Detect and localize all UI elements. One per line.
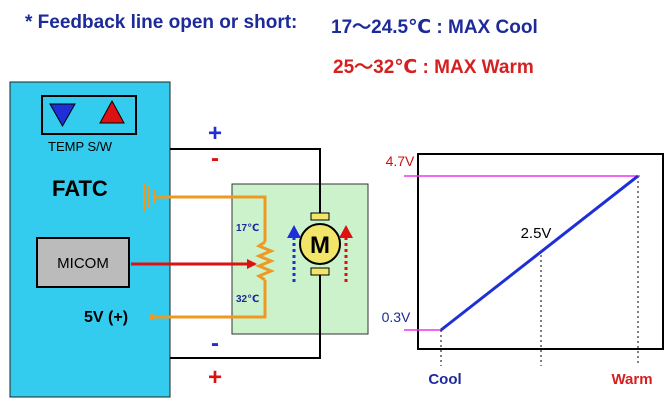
micom-box [36,237,130,288]
supply-label: 5V (+) [84,309,128,326]
motor-symbol: M [310,232,330,259]
x-label-cool: Cool [428,371,461,388]
voltage-graph: 4.7V 0.3V 2.5V Cool Warm [382,153,664,388]
bottom-minus-sign: - [211,330,219,357]
warm-range-text: 25～32℃ : MAX Warm [333,57,534,78]
temp-down-icon [49,103,76,128]
temp-low-label: 17℃ [236,223,259,234]
motor-icon [299,212,341,276]
temp-switch-frame [41,95,137,135]
warm-rotation-arrow-icon [339,225,353,282]
mid-value-label: 2.5V [521,225,552,242]
temp-high-label: 32℃ [236,294,259,305]
y-tick-top: 4.7V [386,153,415,169]
temp-up-icon [99,99,125,124]
potentiometer-resistor [255,240,275,282]
series-line [440,174,639,332]
cool-range-text: 17～24.5℃ : MAX Cool [331,17,538,38]
supply-terminal [149,314,155,320]
temp-switch-label: TEMP S/W [48,139,113,154]
y-tick-bottom: 0.3V [382,309,411,325]
top-minus-sign: - [211,145,219,172]
motor-box [231,183,369,335]
feedback-wire-top [154,195,267,242]
minus-wire [170,272,321,359]
feedback-wire-bottom [152,280,267,319]
fatc-title: FATC [52,176,108,201]
bottom-plus-sign: + [208,364,222,391]
plus-wire [170,148,321,216]
x-label-warm: Warm [611,371,652,388]
top-plus-sign: + [208,120,222,147]
header-label: * Feedback line open or short: [25,12,298,33]
micom-label: MICOM [57,255,109,272]
cool-rotation-arrow-icon [287,225,301,282]
